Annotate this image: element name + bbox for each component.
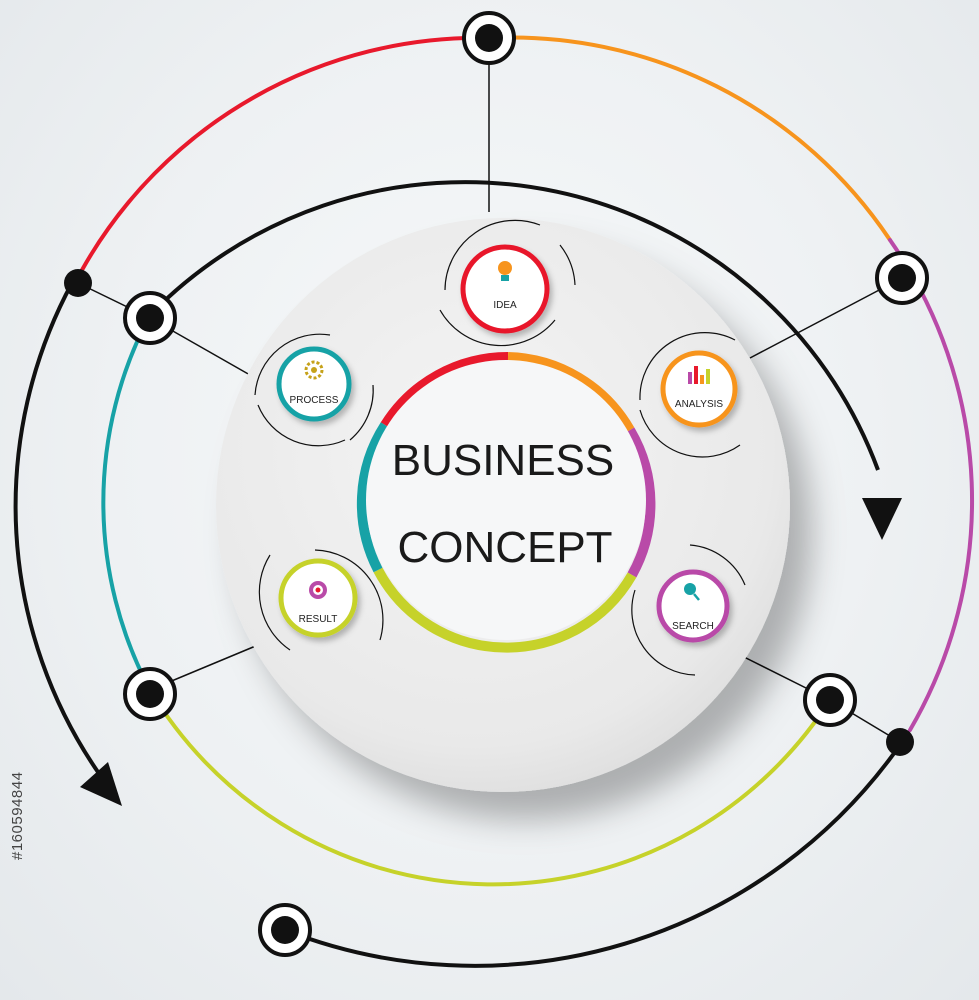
node-label-idea: IDEA [493,300,517,311]
black-arc-left [13,282,102,777]
middle-ring-teal-segment [101,314,152,691]
node-label-analysis: ANALYSIS [675,399,723,410]
node-process[interactable]: PROCESS [254,333,374,447]
outer-ring-orange-segment [487,35,892,242]
junction-markers [64,11,929,957]
target-icon [309,581,327,599]
outer-ring-red-segment [80,35,491,272]
stock-id-watermark: #160594844 [9,772,26,860]
dot-marker-left [64,269,92,297]
title-line-2: CONCEPT [397,523,612,572]
junction-marker-top [462,11,516,65]
node-result[interactable]: RESULT [258,549,384,651]
arrow-left [80,762,122,806]
node-label-search: SEARCH [672,621,714,632]
dot-marker-right [886,728,914,756]
black-arcs [13,180,902,968]
title-line-1: BUSINESS [392,436,615,485]
middle-ring-lime-segment [148,688,832,887]
node-analysis[interactable]: ANALYSIS [639,332,741,458]
outer-ring [80,35,975,732]
black-arc-bottom [284,743,902,968]
middle-ring [101,314,832,887]
lightbulb-icon [498,261,512,281]
node-idea[interactable]: IDEA [439,219,576,347]
node-label-result: RESULT [299,614,338,625]
black-arc-top [148,180,880,471]
junction-marker-left-upper [123,291,177,345]
junction-marker-right-lower [803,673,857,727]
junction-marker-right [875,251,929,305]
node-search[interactable]: SEARCH [631,544,746,676]
center-disc [366,360,646,640]
bar-chart-icon [688,366,710,384]
junction-marker-bottom [258,903,312,957]
outer-ring-magenta-segment [888,238,975,732]
magnifier-icon [684,583,700,601]
node-label-process: PROCESS [290,395,339,406]
junction-marker-left-lower [123,667,177,721]
arrow-right [862,498,902,540]
center-ring [356,351,656,653]
gear-icon [304,360,324,380]
